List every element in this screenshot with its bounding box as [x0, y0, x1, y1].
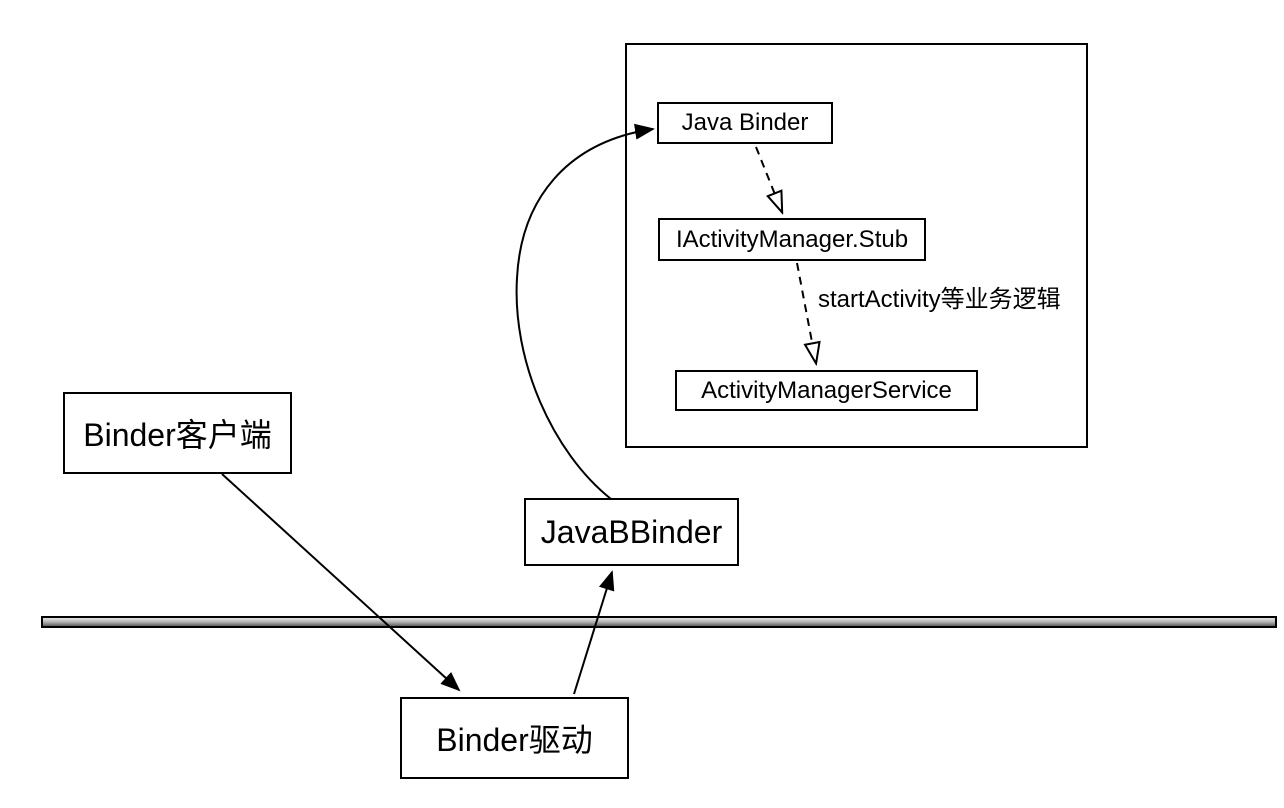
- node-activitymanagerservice-label: ActivityManagerService: [701, 376, 952, 404]
- edge-client-to-driver: [221, 473, 461, 692]
- node-binder-driver: Binder驱动: [400, 697, 629, 779]
- edge-stub-to-ams: [796, 262, 816, 363]
- node-javabbinder: JavaBBinder: [524, 498, 739, 566]
- node-activitymanagerservice: ActivityManagerService: [675, 370, 978, 411]
- node-iactivitymanager-stub: IActivityManager.Stub: [658, 218, 926, 261]
- node-javabbinder-label: JavaBBinder: [540, 513, 723, 550]
- edge-javabinder-to-stub: [755, 146, 782, 212]
- node-binder-client: Binder客户端: [63, 392, 292, 474]
- node-binder-driver-label: Binder驱动: [436, 722, 593, 758]
- edge-label-startactivity: startActivity等业务逻辑: [818, 286, 1061, 313]
- edge-javabbinder-to-javabinder: [515, 123, 655, 500]
- node-java-binder: Java Binder: [657, 102, 833, 144]
- edge-driver-to-javabbinder: [573, 570, 615, 695]
- node-java-binder-label: Java Binder: [681, 109, 809, 136]
- node-iactivitymanager-stub-label: IActivityManager.Stub: [675, 225, 909, 253]
- node-binder-client-label: Binder客户端: [83, 417, 272, 453]
- kernel-boundary-line: [41, 616, 1277, 628]
- server-process-container-box: [625, 43, 1088, 448]
